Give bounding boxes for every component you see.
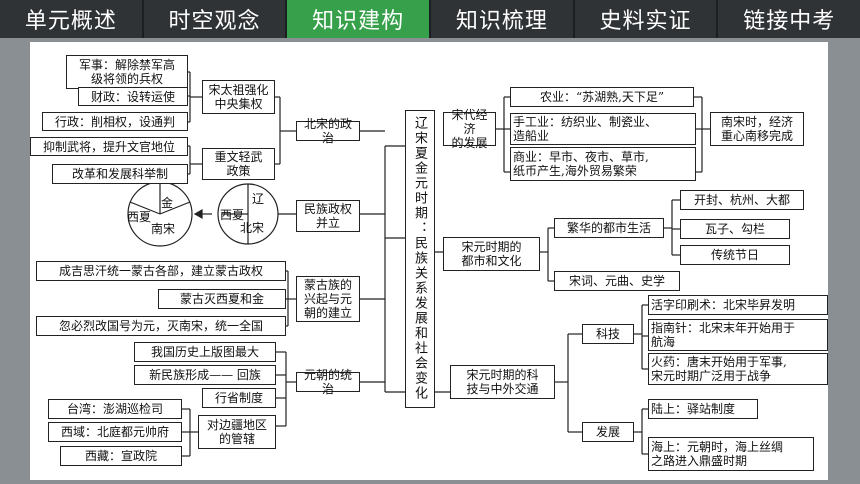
- land-route: 陆上：驿站制度: [648, 399, 758, 419]
- tab-historical-evidence[interactable]: 史料实证: [575, 0, 719, 38]
- tab-knowledge-construction[interactable]: 知识建构: [287, 0, 432, 38]
- nansong-label: 南宋: [151, 222, 176, 236]
- province-system: 行省制度: [202, 388, 276, 408]
- tech-and-trade: 宋元时期的科 技与中外交通: [450, 365, 555, 399]
- xixia-label-1: 西夏: [220, 208, 245, 222]
- develop-node: 发展: [582, 422, 634, 442]
- destroy-xixia-jin: 蒙古灭西夏和金: [158, 289, 286, 309]
- central-topic-box: [405, 110, 435, 408]
- festivals: 传统节日: [680, 245, 790, 265]
- central-topic: 辽宋夏金元时期：民族关系发展和社会变化: [412, 116, 427, 401]
- xizang-admin: 西藏：宣政院: [60, 446, 182, 466]
- chinggis-unify: 成吉思汗统一蒙古各部，建立蒙古政权: [36, 261, 286, 281]
- yuan-rule: 元朝的统治: [296, 368, 360, 396]
- maritime-silk-road: 海上：元朝时，海上丝绸 之路进入鼎盛时期: [648, 437, 814, 471]
- big-cities: 开封、杭州、大都: [680, 190, 804, 210]
- frontier-governance: 对边疆地区 的管辖: [198, 415, 276, 449]
- agriculture: 农业：“苏湖熟,天下足”: [510, 87, 694, 107]
- connector-lines: [127, 71, 710, 457]
- hui-ethnicity: 新民族形成—— 回族: [134, 365, 276, 385]
- menggu-rise: 蒙古族的 兴起与元 朝的建立: [296, 276, 360, 322]
- movable-type: 活字印刷术：北宋毕昇发明: [648, 295, 828, 315]
- finance-measure: 财政：设转运使: [78, 87, 188, 106]
- compass: 指南针：北宋末年开始用于 航海: [648, 319, 828, 351]
- kublai-yuan: 忽必烈改国号为元，灭南宋，统一全国: [36, 316, 286, 336]
- handicraft: 手工业：纺织业、制瓷业、 造船业: [510, 113, 696, 145]
- yiwu-measure: 抑制武将，提升文官地位: [30, 137, 188, 156]
- ci-qu-history: 宋词、元曲、史学: [554, 271, 680, 291]
- urban-life: 繁华的都市生活: [554, 218, 664, 238]
- tech-node: 科技: [582, 324, 634, 344]
- military-measure: 军事：解除禁军高 级将领的兵权: [66, 55, 188, 89]
- beisong-politics: 北宋的政治: [296, 117, 360, 145]
- jin-label: 金: [161, 196, 174, 210]
- liao-label: 辽: [252, 192, 265, 206]
- taiwan-admin: 台湾：澎湖巡检司: [48, 399, 182, 419]
- economic-center-south: 南宋时，经济 重心南移完成: [710, 112, 804, 146]
- tab-knowledge-review[interactable]: 知识梳理: [431, 0, 575, 38]
- gunpowder: 火药：唐末开始用于军事, 宋元时期广泛用于战争: [648, 353, 828, 385]
- tab-unit-overview[interactable]: 单元概述: [0, 0, 144, 38]
- largest-territory: 我国历史上版图最大: [134, 342, 276, 362]
- taizu-centralization: 宋太祖强化 中央集权: [202, 80, 275, 114]
- zhongwen-policy: 重文轻武 政策: [202, 148, 275, 180]
- commerce: 商业：早市、夜市、草市, 纸币产生,海外贸易繁荣: [510, 147, 696, 181]
- urban-culture: 宋元时期的 都市和文化: [443, 237, 540, 271]
- mind-map-board: 辽宋夏金元时期：民族关系发展和社会变化 北宋的政治 宋太祖强化 中央集权 军事：…: [30, 42, 828, 480]
- minzu-regimes: 民族政权 并立: [296, 200, 360, 232]
- tab-exam-link[interactable]: 链接中考: [743, 9, 836, 34]
- xixia-label-2: 西夏: [127, 210, 152, 224]
- tab-bar: 单元概述 时空观念 知识建构 知识梳理 史料实证 链接中考: [0, 0, 860, 38]
- beisong-label: 北宋: [240, 221, 265, 235]
- wazi-goulan: 瓦子、勾栏: [680, 219, 790, 239]
- admin-measure: 行政：削相权，设通判: [42, 112, 188, 131]
- tab-space-time[interactable]: 时空观念: [144, 0, 288, 38]
- song-economy: 宋代经济 的发展: [443, 108, 496, 150]
- xiyu-admin: 西域：北庭都元帅府: [48, 422, 182, 442]
- keju-reform: 改革和发展科举制: [52, 164, 188, 184]
